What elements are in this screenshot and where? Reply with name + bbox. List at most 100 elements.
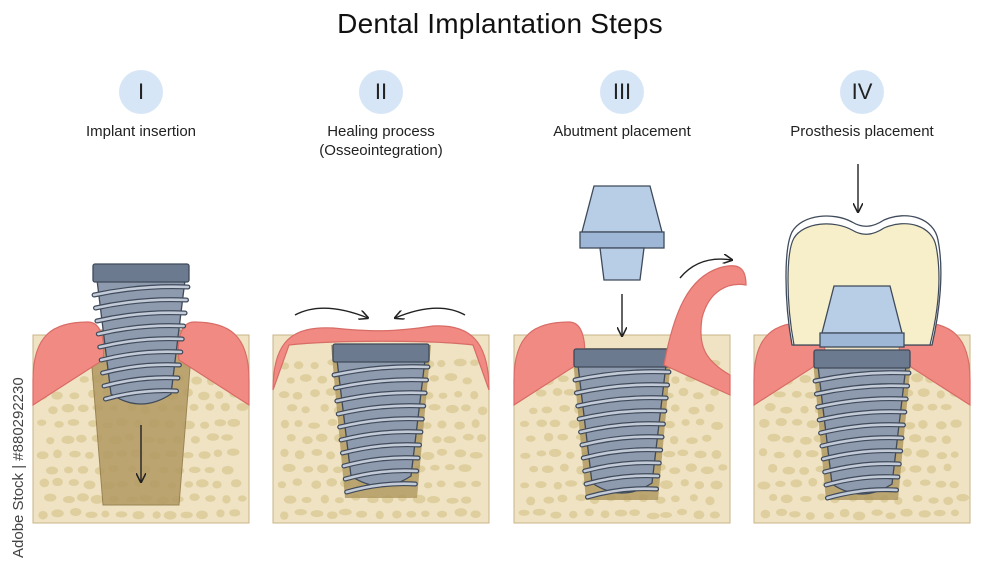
bone-pore bbox=[196, 479, 209, 488]
bone-pore bbox=[909, 465, 922, 473]
implant-thread-highlight bbox=[92, 285, 190, 297]
bone-pore bbox=[444, 464, 456, 471]
bone-pore bbox=[54, 421, 64, 428]
step-4-label: Prosthesis placement bbox=[790, 123, 934, 140]
implant-thread-highlight bbox=[101, 363, 181, 375]
bone-pore bbox=[775, 480, 786, 488]
implant-thread-highlight bbox=[820, 436, 904, 448]
implant-thread-highlight bbox=[576, 396, 668, 408]
bone-pore bbox=[711, 450, 722, 459]
bone-pore bbox=[902, 447, 912, 457]
bone-pore bbox=[292, 478, 303, 486]
bone-pore bbox=[453, 481, 467, 488]
abutment-collar bbox=[819, 332, 905, 348]
bone-pore bbox=[900, 508, 913, 517]
bone-pore bbox=[678, 387, 689, 397]
bone-pore bbox=[912, 403, 924, 412]
bone-pore bbox=[790, 479, 803, 488]
flap-open-arrow bbox=[679, 259, 732, 279]
implant-thread-highlight bbox=[99, 350, 183, 362]
abutment-collar bbox=[579, 231, 665, 249]
step-1-header: I Implant insertion bbox=[31, 70, 251, 141]
panel-4-implant-collar bbox=[813, 349, 911, 369]
bone-pore bbox=[548, 448, 562, 458]
bone-pore bbox=[943, 496, 954, 506]
bone-pore bbox=[568, 420, 580, 429]
bone-pore bbox=[215, 391, 224, 399]
gum-flap bbox=[663, 265, 747, 396]
bone-pore bbox=[77, 404, 89, 413]
bone-pore bbox=[334, 497, 344, 504]
bone-pore bbox=[85, 511, 98, 519]
implant-thread-highlight bbox=[823, 462, 901, 474]
implant-thread-highlight bbox=[343, 469, 419, 481]
bone-pore bbox=[526, 496, 536, 506]
bone-pore bbox=[188, 466, 201, 474]
bone-pore bbox=[550, 511, 562, 519]
bone-pore bbox=[462, 377, 472, 385]
bone-pore bbox=[536, 419, 548, 427]
step-1-label: Implant insertion bbox=[85, 123, 197, 140]
bone-pore bbox=[454, 390, 463, 398]
diagram-title: Dental Implantation Steps bbox=[337, 8, 663, 39]
bone-pore bbox=[282, 463, 296, 473]
bone-pore bbox=[436, 480, 446, 488]
bone-pore bbox=[775, 508, 788, 517]
bone-pore bbox=[286, 404, 298, 412]
bone-pore bbox=[53, 449, 62, 459]
bone-pore bbox=[535, 389, 547, 397]
implant-thread-highlight bbox=[339, 430, 423, 442]
bone-pore bbox=[541, 406, 553, 414]
bone-pore bbox=[663, 450, 676, 458]
bone-pore bbox=[38, 510, 48, 520]
bone-pore bbox=[800, 436, 812, 445]
bone-pore bbox=[152, 511, 161, 519]
bone-pore bbox=[823, 512, 835, 520]
bone-pore bbox=[950, 451, 959, 458]
bone-pore bbox=[782, 435, 795, 443]
step-2-header: II Healing process (Osseointegration) bbox=[271, 70, 491, 160]
bone-pore bbox=[198, 451, 211, 459]
implant-thread-highlight bbox=[819, 423, 905, 435]
bone-pore bbox=[789, 511, 801, 518]
bone-pore bbox=[216, 509, 225, 518]
bone-pore bbox=[294, 420, 303, 428]
bone-pore bbox=[663, 420, 676, 429]
bone-pore bbox=[458, 464, 472, 473]
bone-pore bbox=[214, 419, 227, 427]
bone-pore bbox=[432, 436, 442, 444]
panel-2-implant-collar bbox=[332, 343, 430, 363]
implant-thread-highlight bbox=[817, 410, 907, 422]
bone-pore bbox=[805, 512, 815, 520]
bone-pore bbox=[436, 448, 448, 456]
bone-pore bbox=[695, 418, 705, 426]
bone-pore bbox=[685, 463, 697, 472]
bone-pore bbox=[430, 464, 440, 471]
bone-pore bbox=[115, 511, 128, 518]
bone-pore bbox=[559, 404, 571, 412]
crown bbox=[787, 223, 940, 346]
bone-pore bbox=[758, 448, 768, 457]
step-3-number: III bbox=[600, 70, 644, 114]
bone-pore bbox=[689, 494, 698, 502]
bone-pore bbox=[62, 496, 75, 504]
bone-pore bbox=[808, 477, 818, 487]
bone-pore bbox=[936, 390, 945, 399]
bone-pore bbox=[51, 509, 64, 518]
gum-healing-cover bbox=[272, 325, 490, 391]
bone-pore bbox=[575, 494, 587, 502]
bone-pore bbox=[912, 495, 923, 502]
implant-thread-highlight bbox=[824, 475, 900, 487]
bone-pore bbox=[320, 403, 329, 412]
bone-pore bbox=[694, 450, 707, 459]
bone-pore bbox=[936, 452, 948, 460]
bone-pore bbox=[326, 451, 336, 460]
bone-pore bbox=[806, 420, 819, 429]
bone-pore bbox=[563, 389, 577, 396]
bone-pore bbox=[461, 404, 471, 412]
implant-thread-highlight bbox=[332, 365, 430, 377]
implant-thread-highlight bbox=[575, 383, 669, 395]
bone-pore bbox=[559, 463, 569, 472]
bone-pore bbox=[213, 449, 223, 458]
